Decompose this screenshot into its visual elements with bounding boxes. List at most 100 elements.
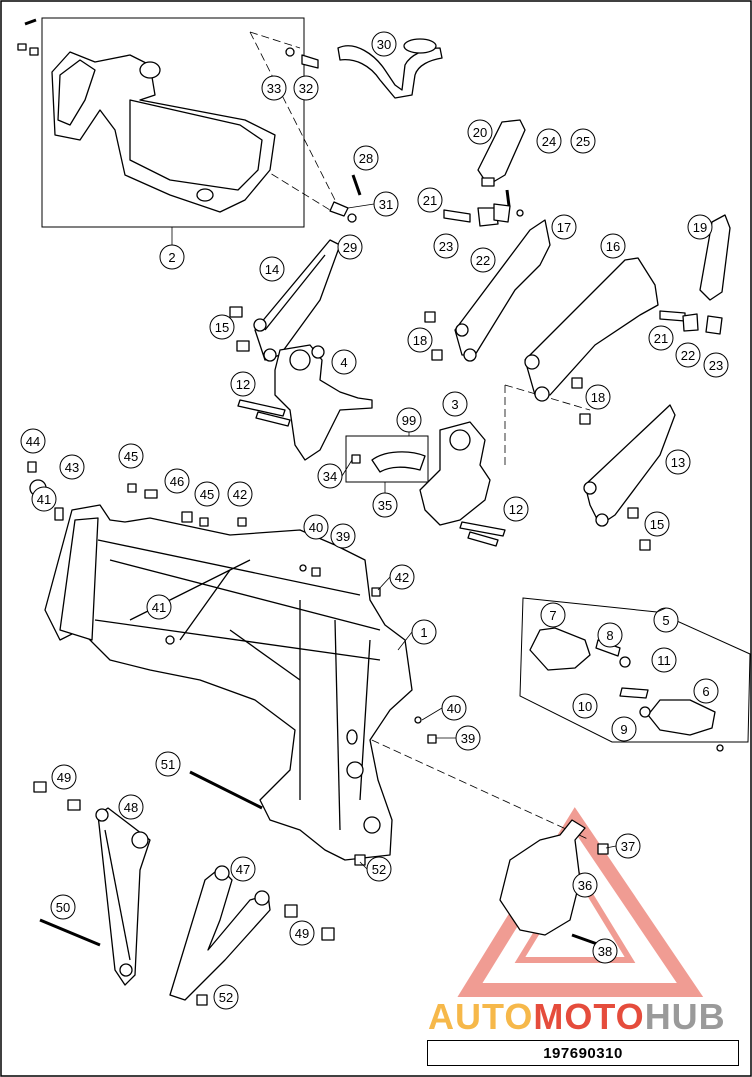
svg-text:41: 41 <box>37 492 51 507</box>
callout-49: 49 <box>51 764 77 790</box>
svg-text:41: 41 <box>152 600 166 615</box>
svg-text:32: 32 <box>299 81 313 96</box>
callout-10: 10 <box>572 693 598 719</box>
svg-text:5: 5 <box>662 613 669 628</box>
callout-14: 14 <box>259 256 285 282</box>
svg-text:18: 18 <box>413 333 427 348</box>
callout-23: 23 <box>433 233 459 259</box>
callout-42: 42 <box>227 481 253 507</box>
callout-13: 13 <box>665 449 691 475</box>
svg-text:47: 47 <box>236 862 250 877</box>
svg-text:45: 45 <box>200 487 214 502</box>
watermark-text: AUTOMOTOHUB <box>428 996 726 1038</box>
svg-text:12: 12 <box>236 377 250 392</box>
callout-15b: 15 <box>644 511 670 537</box>
callout-41b: 41 <box>146 594 172 620</box>
svg-text:34: 34 <box>323 469 337 484</box>
callout-48: 48 <box>118 794 144 820</box>
callout-15: 15 <box>209 314 235 340</box>
svg-text:40: 40 <box>447 701 461 716</box>
callout-12b: 12 <box>503 496 529 522</box>
svg-text:20: 20 <box>473 125 487 140</box>
svg-text:19: 19 <box>693 220 707 235</box>
svg-text:29: 29 <box>343 240 357 255</box>
callout-45b: 45 <box>194 481 220 507</box>
svg-text:17: 17 <box>557 220 571 235</box>
svg-text:49: 49 <box>57 770 71 785</box>
callout-44: 44 <box>20 428 46 454</box>
callout-28: 28 <box>353 145 379 171</box>
callout-46: 46 <box>164 468 190 494</box>
svg-text:15: 15 <box>215 320 229 335</box>
svg-text:39: 39 <box>336 529 350 544</box>
svg-text:21: 21 <box>423 193 437 208</box>
reference-number-text: 197690310 <box>543 1044 623 1062</box>
callout-22: 22 <box>470 247 496 273</box>
callout-21: 21 <box>417 187 443 213</box>
watermark-part1: AUTO <box>428 996 534 1037</box>
svg-text:36: 36 <box>578 878 592 893</box>
svg-text:51: 51 <box>161 757 175 772</box>
part-drawings <box>17 18 731 1006</box>
svg-text:42: 42 <box>233 487 247 502</box>
callout-4: 4 <box>331 349 357 375</box>
callout-52: 52 <box>366 856 392 882</box>
svg-text:11: 11 <box>657 653 671 668</box>
svg-text:52: 52 <box>219 990 233 1005</box>
callout-35: 35 <box>372 492 398 518</box>
svg-text:16: 16 <box>606 239 620 254</box>
callout-51: 51 <box>155 751 181 777</box>
callout-11: 11 <box>651 647 677 673</box>
svg-text:1: 1 <box>420 625 427 640</box>
callout-18b: 18 <box>585 384 611 410</box>
callout-12: 12 <box>230 371 256 397</box>
svg-text:30: 30 <box>377 37 391 52</box>
callout-17: 17 <box>551 214 577 240</box>
svg-text:2: 2 <box>168 250 175 265</box>
callout-43: 43 <box>59 454 85 480</box>
callout-99: 99 <box>396 407 422 433</box>
callout-39b: 39 <box>455 725 481 751</box>
callout-40b: 40 <box>441 695 467 721</box>
callout-19: 19 <box>687 214 713 240</box>
group-box-2 <box>41 17 305 228</box>
callout-31: 31 <box>373 191 399 217</box>
callout-42b: 42 <box>389 564 415 590</box>
svg-text:40: 40 <box>309 520 323 535</box>
callout-33: 33 <box>261 75 287 101</box>
callout-32: 32 <box>293 75 319 101</box>
reference-number: 197690310 <box>427 1040 739 1066</box>
callout-23b: 23 <box>703 352 729 378</box>
callout-20: 20 <box>467 119 493 145</box>
callout-39: 39 <box>330 523 356 549</box>
callout-6: 6 <box>693 678 719 704</box>
callout-47: 47 <box>230 856 256 882</box>
svg-text:22: 22 <box>476 253 490 268</box>
callout-38: 38 <box>592 938 618 964</box>
svg-text:99: 99 <box>402 413 416 428</box>
callout-8: 8 <box>597 622 623 648</box>
svg-text:6: 6 <box>702 684 709 699</box>
svg-text:21: 21 <box>654 331 668 346</box>
watermark-part3: HUB <box>644 996 726 1037</box>
callout-16: 16 <box>600 233 626 259</box>
svg-text:42: 42 <box>395 570 409 585</box>
svg-text:52: 52 <box>372 862 386 877</box>
svg-text:18: 18 <box>591 390 605 405</box>
svg-text:28: 28 <box>359 151 373 166</box>
svg-text:8: 8 <box>606 628 613 643</box>
svg-text:50: 50 <box>56 900 70 915</box>
svg-text:22: 22 <box>681 348 695 363</box>
group-box-99 <box>345 435 429 483</box>
svg-text:25: 25 <box>576 134 590 149</box>
svg-text:10: 10 <box>578 699 592 714</box>
callout-36: 36 <box>572 872 598 898</box>
callout-29: 29 <box>337 234 363 260</box>
svg-text:39: 39 <box>461 731 475 746</box>
callout-24: 24 <box>536 128 562 154</box>
svg-text:13: 13 <box>671 455 685 470</box>
svg-text:23: 23 <box>709 358 723 373</box>
svg-text:43: 43 <box>65 460 79 475</box>
callout-21b: 21 <box>648 325 674 351</box>
